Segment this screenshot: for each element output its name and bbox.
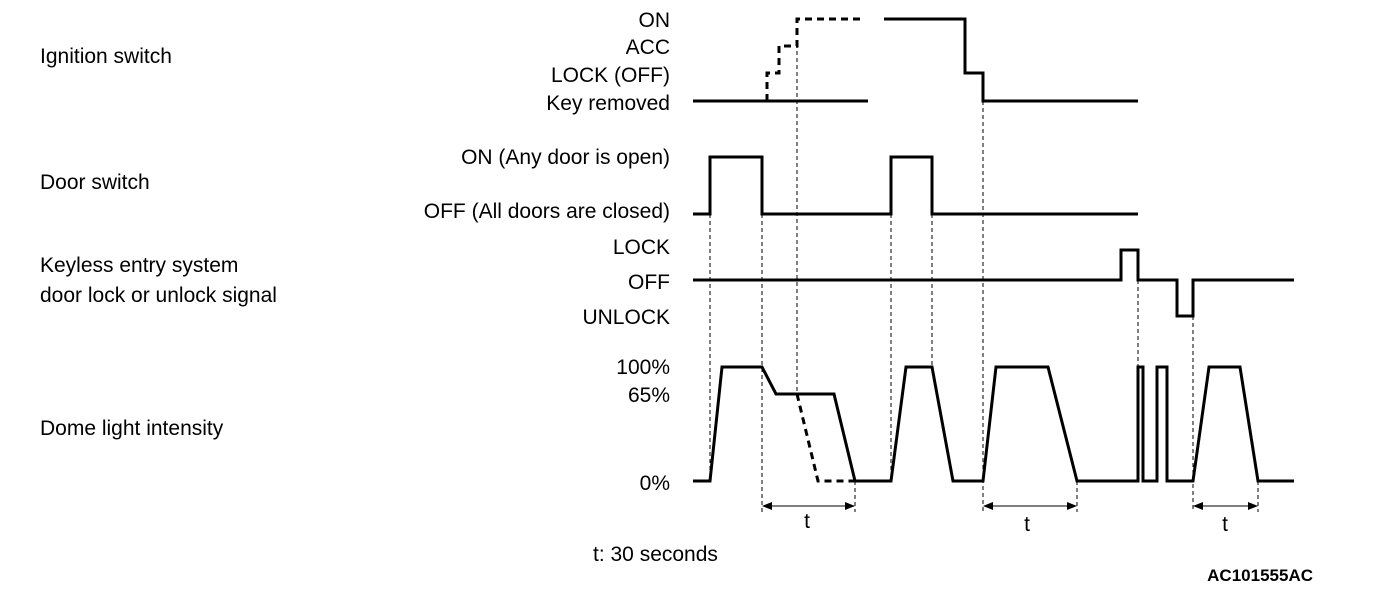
interval-2-arrow-right: [1067, 502, 1077, 510]
ignition-key-insert-dashed: [765, 17, 862, 101]
interval-marker-2: t: [983, 502, 1077, 536]
guide-lines: [709, 44, 1259, 512]
ignition-level-on: ON: [639, 9, 671, 32]
keyless-entry-label-line2: door lock or unlock signal: [40, 284, 277, 307]
door-switch-label: Door switch: [40, 171, 150, 194]
dome-light-trace: [693, 365, 1294, 483]
keyless-entry-waveform: [693, 248, 1294, 318]
interval-marker-3: t: [1193, 502, 1258, 536]
keyless-level-off: OFF: [628, 271, 670, 294]
interval-1-arrow-right: [845, 502, 855, 510]
dome-level-100: 100%: [616, 356, 670, 379]
keyless-level-lock: LOCK: [613, 236, 670, 259]
keyless-level-unlock: UNLOCK: [582, 306, 670, 329]
interval-1-arrow-left: [762, 502, 772, 510]
dome-level-65: 65%: [628, 384, 670, 407]
figure-code: AC101555AC: [1207, 566, 1313, 585]
dome-light-waveform: [693, 365, 1294, 483]
interval-legend: t: 30 seconds: [593, 543, 718, 566]
keyless-entry-label-line1: Keyless entry system: [40, 254, 238, 277]
ignition-switch-waveform: [693, 17, 1138, 103]
interval-3-arrow-left: [1193, 502, 1203, 510]
ignition-key-off-trace: [884, 17, 1138, 103]
interval-3-arrow-right: [1248, 502, 1258, 510]
door-switch-waveform: [693, 155, 1138, 216]
ignition-level-lock: LOCK (OFF): [551, 64, 670, 87]
interval-marker-1: t: [762, 502, 855, 533]
interval-2-label: t: [1024, 513, 1030, 536]
interval-1-label: t: [804, 510, 810, 533]
ignition-level-key-removed: Key removed: [546, 92, 670, 115]
dome-light-key-insert-dashed: [795, 393, 855, 483]
ignition-switch-label: Ignition switch: [40, 45, 172, 68]
door-level-off: OFF (All doors are closed): [424, 200, 670, 223]
dome-light-label: Dome light intensity: [40, 417, 224, 440]
interval-3-label: t: [1222, 513, 1228, 536]
door-level-on: ON (Any door is open): [461, 146, 670, 169]
interval-2-arrow-left: [983, 502, 993, 510]
dome-level-0: 0%: [640, 472, 670, 495]
ignition-level-acc: ACC: [626, 36, 670, 59]
